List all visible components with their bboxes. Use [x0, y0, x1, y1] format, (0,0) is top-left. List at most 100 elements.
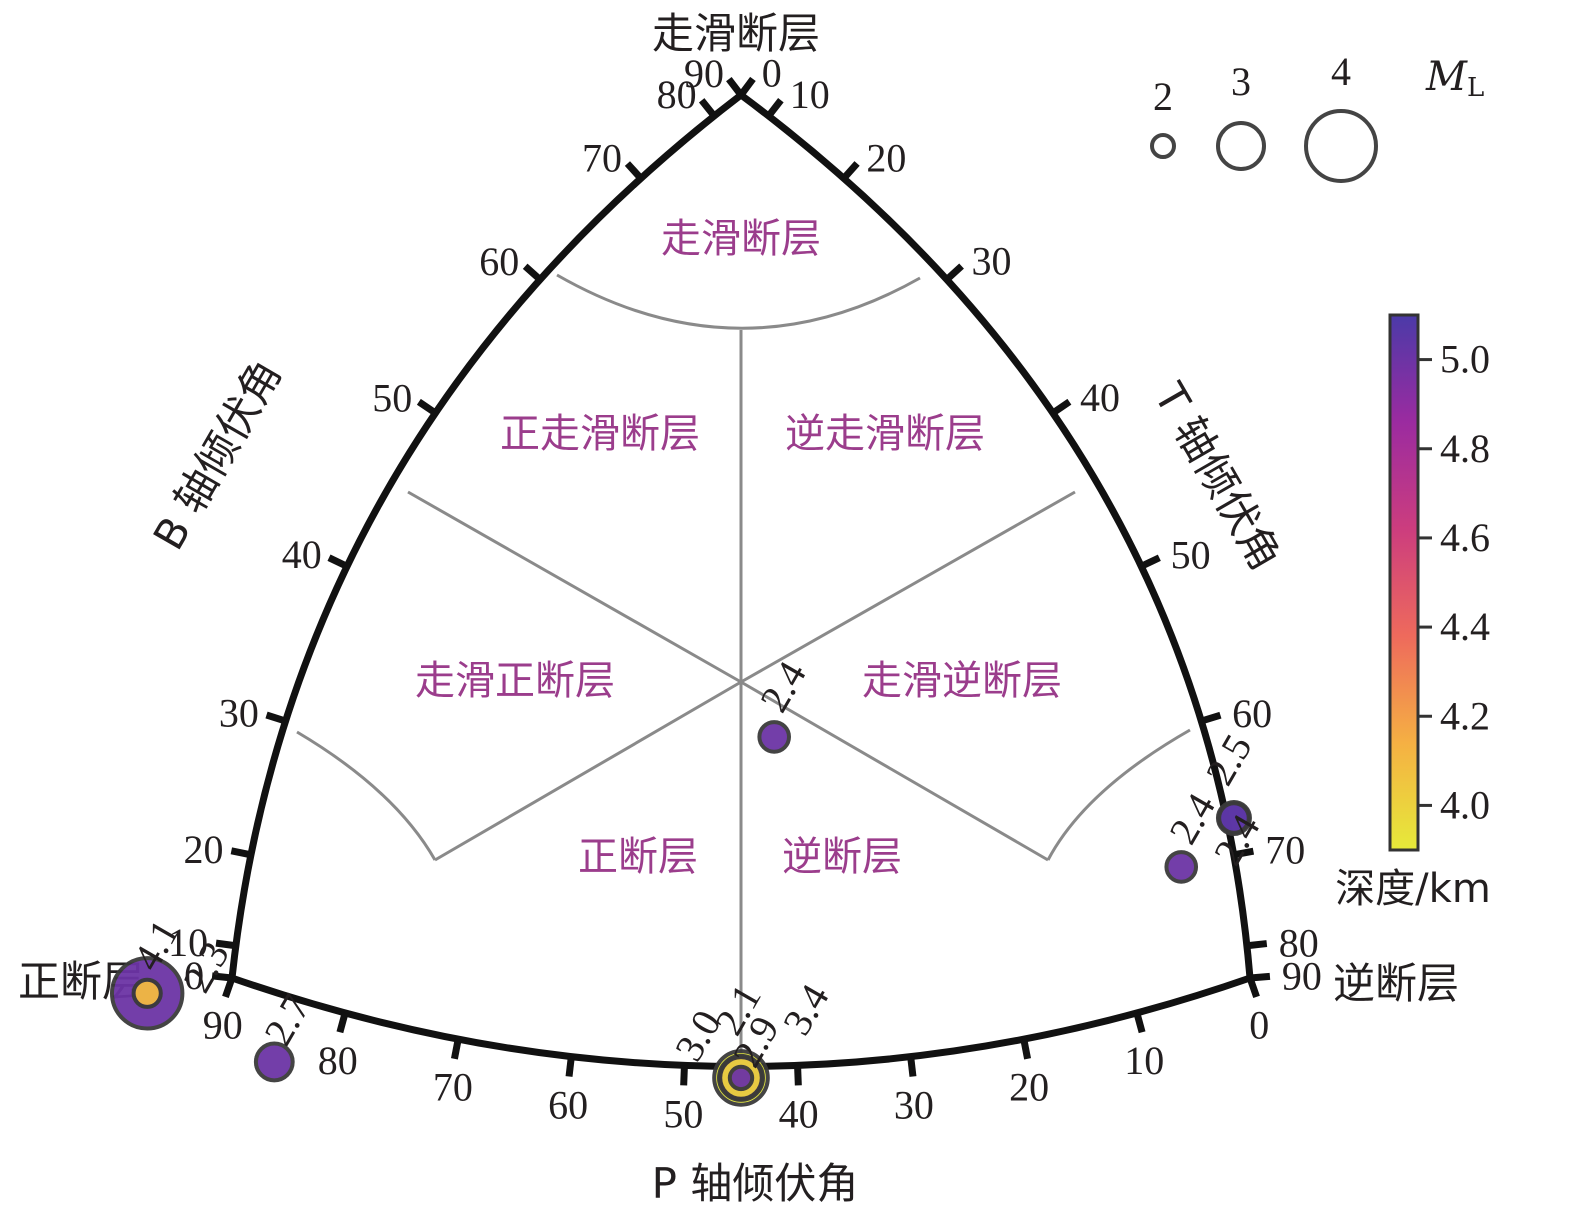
bottom-axis-tick-label-40: 40: [779, 1091, 819, 1136]
magnitude-legend: 2 3 4 ML: [1150, 49, 1484, 183]
right-axis-tick-20: [841, 161, 860, 181]
bottom-axis-tick-10: [1133, 1012, 1146, 1034]
bottom-axis-tick-label-50: 50: [663, 1091, 703, 1136]
left-axis-tick-label-80: 80: [657, 72, 697, 117]
data-point-label-3: 2.7: [255, 987, 319, 1053]
data-point-3: [253, 1041, 295, 1083]
left-axis-tick-10: [215, 939, 237, 950]
boundary-upper-left-diagonal: [407, 490, 742, 684]
right-axis-tick-60: [1200, 711, 1222, 725]
region-label-reverse: 逆断层: [782, 834, 902, 880]
bottom-axis-tick-30: [907, 1056, 917, 1077]
left-axis-tick-label-30: 30: [219, 691, 259, 736]
bottom-axis-tick-label-60: 60: [548, 1082, 588, 1127]
right-axis-tick-label-50: 50: [1171, 532, 1211, 577]
region-label-strike-slip-normal: 走滑正断层: [415, 658, 615, 704]
colorbar-tick-label-4.8: 4.8: [1440, 426, 1490, 471]
boundary-lower-left-diagonal: [434, 680, 742, 862]
right-axis-tick-80: [1246, 940, 1268, 950]
right-axis-tick-label-20: 20: [866, 135, 906, 180]
left-axis-tick-label-40: 40: [282, 532, 322, 577]
left-axis-tick-20: [230, 847, 252, 859]
legend-circle-mag-4: [1304, 109, 1378, 183]
bottom-axis-tick-60: [565, 1056, 575, 1077]
left-axis-tick-label-0: 0: [184, 953, 204, 998]
right-axis-tick-label-30: 30: [971, 239, 1011, 284]
frame-left-edge: [228, 92, 744, 979]
bottom-axis-tick-label-0: 0: [1249, 1002, 1269, 1047]
bottom-axis-tick-20: [1020, 1038, 1032, 1060]
colorbar-gradient: [1388, 313, 1420, 852]
left-axis-tick-label-20: 20: [184, 827, 224, 872]
region-label-reverse-strike-slip: 逆走滑断层: [785, 411, 985, 457]
left-axis-tick-30: [265, 711, 287, 725]
legend-mag-label-2: 2: [1153, 74, 1173, 119]
right-axis-tick-label-10: 10: [790, 72, 830, 117]
left-axis-tick-60: [522, 263, 543, 283]
boundary-upper-right-diagonal: [740, 490, 1076, 684]
region-label-strike-slip-reverse: 走滑逆断层: [862, 658, 1062, 704]
bottom-axis-title: P 轴倾伏角: [652, 1159, 859, 1208]
bottom-axis-tick-90: [222, 976, 236, 999]
region-label-normal-strike-slip: 正走滑断层: [500, 411, 700, 457]
right-axis-tick-label-60: 60: [1232, 691, 1272, 736]
bottom-axis-tick-label-10: 10: [1124, 1038, 1164, 1083]
right-axis-title: T 轴倾伏角: [1144, 374, 1290, 579]
right-axis-tick-label-80: 80: [1279, 921, 1319, 966]
bottom-axis-tick-label-90: 90: [203, 1002, 243, 1047]
colorbar-ticks: 4.04.24.44.64.85.0: [1418, 337, 1490, 827]
colorbar-tick-label-4.6: 4.6: [1440, 515, 1490, 560]
right-axis-tick-50: [1139, 554, 1161, 570]
corner-label-right: 逆断层: [1333, 959, 1459, 1008]
left-axis-tick-70: [624, 161, 644, 181]
boundary-top-arc: [556, 273, 921, 330]
region-boundaries: [296, 273, 1191, 1080]
left-axis-tick-label-50: 50: [372, 375, 412, 420]
left-axis-tick-label-90: 90: [684, 51, 724, 96]
region-label-normal: 正断层: [578, 834, 698, 880]
right-axis-tick-10: [765, 98, 784, 119]
corner-label-top: 走滑断层: [652, 9, 820, 58]
bottom-axis-tick-50: [680, 1065, 688, 1086]
colorbar-tick-label-4.4: 4.4: [1440, 604, 1490, 649]
bottom-axis-tick-label-80: 80: [318, 1038, 358, 1083]
right-axis-tick-label-40: 40: [1080, 375, 1120, 420]
right-axis-tick-label-90: 90: [1282, 954, 1322, 999]
region-labels: 走滑断层 正走滑断层 逆走滑断层 走滑正断层 走滑逆断层 正断层 逆断层: [415, 216, 1062, 880]
boundary-lower-right-diagonal: [740, 680, 1049, 862]
boundary-right-arc: [1046, 728, 1191, 861]
bottom-axis-tick-70: [450, 1038, 462, 1060]
legend-mag-label-3: 3: [1231, 59, 1251, 104]
legend-title-main: M: [1425, 54, 1468, 100]
colorbar-label: 深度/km: [1335, 866, 1491, 912]
legend-circle-mag-3: [1216, 121, 1266, 171]
data-point-10: [1217, 801, 1251, 835]
legend-title-sub: L: [1467, 73, 1484, 103]
bottom-axis-tick-40: [794, 1065, 802, 1086]
right-axis-tick-0: [738, 76, 756, 98]
legend-circle-mag-2: [1150, 133, 1176, 159]
region-label-strike-slip: 走滑断层: [661, 216, 821, 262]
right-axis-tick-label-70: 70: [1265, 828, 1305, 873]
data-point-label-0: 2.4: [751, 654, 815, 720]
data-point-8: [1164, 850, 1199, 884]
colorbar-tick-label-4.2: 4.2: [1440, 693, 1490, 738]
right-axis-tick-70: [1233, 847, 1255, 859]
left-axis-tick-label-10: 10: [168, 920, 208, 965]
data-point-0: [757, 720, 791, 754]
colorbar-tick-label-4.0: 4.0: [1440, 782, 1490, 827]
left-axis-title: B 轴倾伏角: [144, 351, 292, 558]
left-axis-tick-label-70: 70: [582, 136, 622, 181]
right-axis-tick-30: [944, 263, 964, 283]
boundary-left-arc: [296, 730, 437, 861]
right-axis-tick-40: [1050, 398, 1072, 416]
right-axis-tick-label-0: 0: [762, 51, 782, 96]
bottom-axis-tick-label-30: 30: [894, 1082, 934, 1127]
depth-colorbar: 4.04.24.44.64.85.0 深度/km: [1335, 313, 1491, 912]
legend-title: ML: [1425, 54, 1484, 103]
bottom-axis-tick-label-20: 20: [1009, 1065, 1049, 1110]
bottom-axis-tick-0: [1246, 976, 1260, 999]
left-axis-tick-label-60: 60: [479, 239, 519, 284]
